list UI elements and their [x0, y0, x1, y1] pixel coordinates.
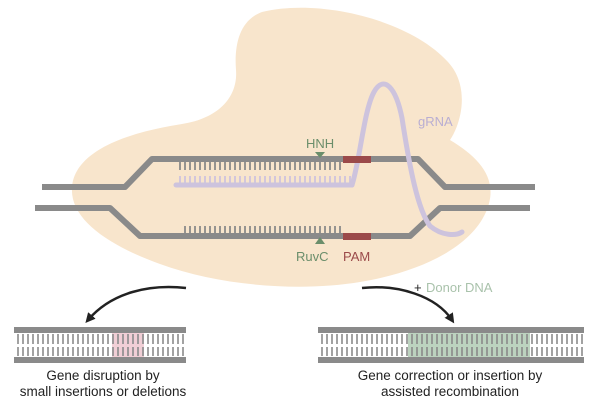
grna-scaffold — [349, 81, 465, 237]
donor-plus-sign: + — [414, 280, 422, 295]
correction-caption-line2: assisted recombination — [381, 384, 519, 399]
arrow-to-correction — [361, 286, 455, 324]
corrected-dna — [318, 327, 584, 363]
arrow-to-disruption — [85, 285, 187, 324]
dna-top-strand — [42, 156, 535, 190]
hnh-label: HNH — [306, 136, 334, 151]
pam-label: PAM — [343, 249, 370, 264]
disruption-caption-line1: Gene disruption by — [46, 368, 160, 383]
grna-label: gRNA — [418, 114, 453, 129]
disrupted-dna — [14, 327, 186, 363]
pam-bottom-segment — [343, 233, 371, 240]
ruvc-label: RuvC — [296, 249, 329, 264]
ruvc-marker — [315, 237, 325, 244]
hnh-marker — [315, 152, 325, 158]
grna-spacer — [173, 176, 355, 188]
correction-caption-line1: Gene correction or insertion by — [358, 368, 543, 383]
pam-top-segment — [343, 156, 371, 163]
dna-bottom-strand — [35, 205, 530, 239]
cas9-protein — [71, 7, 491, 287]
disruption-caption-line2: small insertions or deletions — [20, 384, 187, 399]
donor-dna-label: Donor DNA — [426, 280, 493, 295]
